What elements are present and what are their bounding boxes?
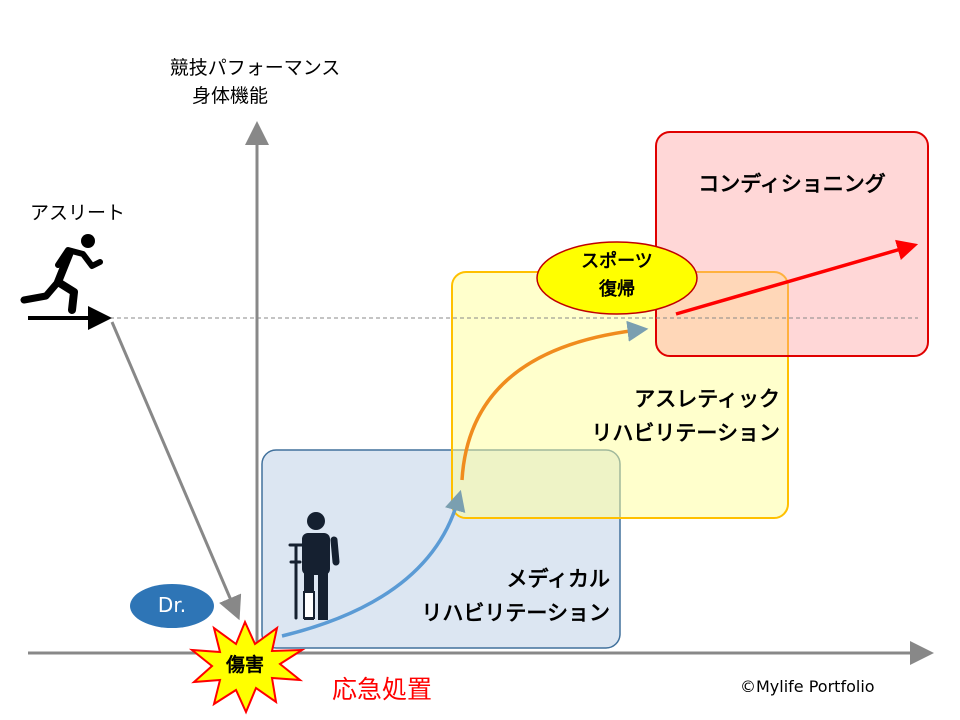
medical-rehab-line1: メディカル — [506, 567, 610, 591]
athletic-rehab-line2: リハビリテーション — [591, 421, 780, 445]
conditioning-box — [655, 131, 929, 357]
copyright: ©Mylife Portfolio — [740, 677, 875, 696]
conditioning-arrow — [675, 239, 919, 316]
first-aid-label: 応急処置 — [332, 675, 433, 704]
medical-rehab-label: メディカル リハビリテーション — [421, 562, 610, 630]
athlete-label: アスリート — [30, 202, 126, 224]
return-to-sport-label: スポーツ 復帰 — [537, 248, 697, 304]
injury-drop-arrow — [110, 321, 242, 621]
return-to-sport-line2: 復帰 — [599, 279, 635, 300]
medical-rehab-line2: リハビリテーション — [421, 601, 610, 625]
y-axis-label-line2: 身体機能 — [191, 85, 268, 107]
conditioning-label: コンディショニング — [698, 172, 886, 196]
medical-recovery-curve — [281, 489, 466, 638]
injured-person-crutch-icon — [288, 512, 340, 620]
injury-label: 傷害 — [225, 654, 264, 676]
y-axis-label: 競技パフォーマンス 身体機能 — [140, 54, 370, 110]
athletic-rehab-line1: アスレティック — [634, 387, 780, 411]
y-axis-label-line1: 競技パフォーマンス — [169, 57, 341, 79]
doctor-badge — [130, 584, 214, 628]
return-to-sport-line1: スポーツ — [581, 251, 653, 272]
injury-starburst — [188, 619, 306, 715]
athletic-rehab-label: アスレティック リハビリテーション — [591, 382, 780, 450]
athletic-recovery-curve — [460, 320, 649, 481]
doctor-label: Dr. — [157, 593, 187, 617]
return-to-sport-badge — [536, 241, 698, 315]
runner-icon — [20, 234, 103, 314]
